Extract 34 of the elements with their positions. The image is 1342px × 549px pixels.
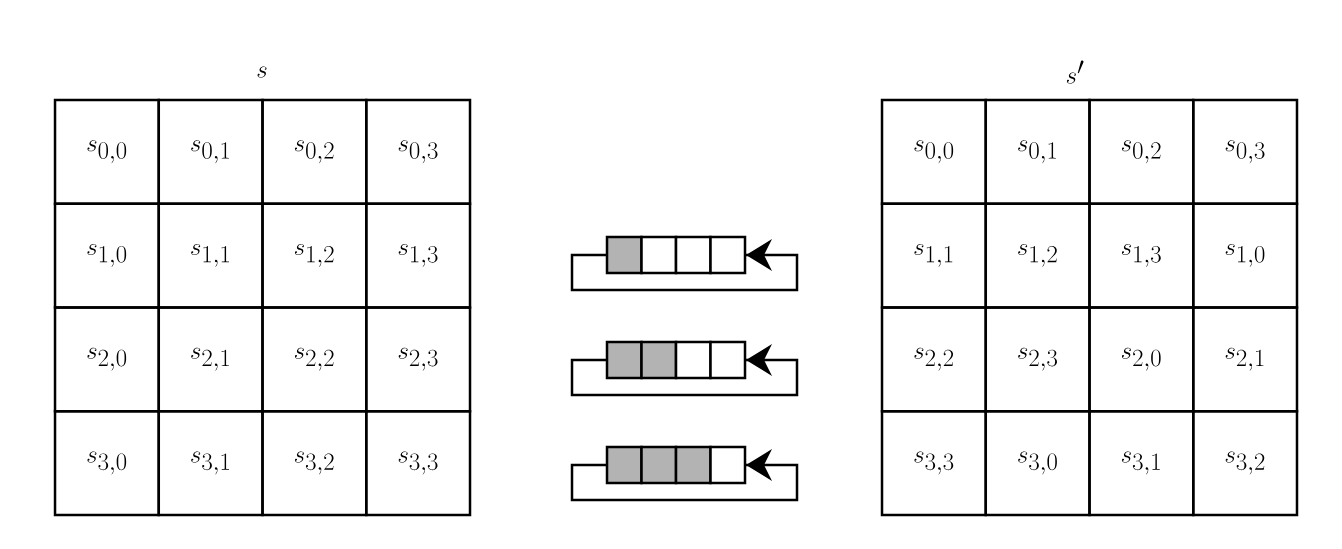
table-cell: $s_{1,3}$ <box>365 202 472 309</box>
table-cell: $s_{1,2}$ <box>261 202 368 309</box>
table-cell: $s_{0,1}$ <box>157 98 264 205</box>
table-cell: $s_{3,0}$ <box>53 410 160 517</box>
table-cell: $s_{1,2}$ <box>984 202 1091 309</box>
table-cell: $s_{0,2}$ <box>261 98 368 205</box>
table-cell: $s_{1,0}$ <box>53 202 160 309</box>
table-cell: $s_{3,3}$ <box>365 410 472 517</box>
grid-title: $s'$ <box>1066 60 1084 84</box>
table-cell: $s_{2,0}$ <box>53 306 160 413</box>
table-cell: $s_{2,2}$ <box>261 306 368 413</box>
table-cell: $s_{3,1}$ <box>1088 410 1195 517</box>
table-cell: $s_{2,2}$ <box>880 306 987 413</box>
table-cell: $s_{1,3}$ <box>1088 202 1195 309</box>
table-cell: $s_{2,1}$ <box>157 306 264 413</box>
table-cell: $s_{3,0}$ <box>984 410 1091 517</box>
table-cell: $s_{3,2}$ <box>261 410 368 517</box>
table-cell: $s_{2,0}$ <box>1088 306 1195 413</box>
table-cell: $s_{2,3}$ <box>365 306 472 413</box>
table-cell: $s_{0,3}$ <box>1192 98 1299 205</box>
table-cell: $s_{3,2}$ <box>1192 410 1299 517</box>
table-cell: $s_{2,3}$ <box>984 306 1091 413</box>
table-cell: $s_{0,0}$ <box>53 98 160 205</box>
grid-title: $s$ <box>257 66 267 78</box>
table-cell: $s_{1,0}$ <box>1192 202 1299 309</box>
table-cell: $s_{3,1}$ <box>157 410 264 517</box>
table-cell: $s_{0,2}$ <box>1088 98 1195 205</box>
table-cell: $s_{3,3}$ <box>880 410 987 517</box>
table-cell: $s_{2,1}$ <box>1192 306 1299 413</box>
table-cell: $s_{1,1}$ <box>880 202 987 309</box>
table-cell: $s_{0,1}$ <box>984 98 1091 205</box>
table-cell: $s_{1,1}$ <box>157 202 264 309</box>
table-cell: $s_{0,0}$ <box>880 98 987 205</box>
table-cell: $s_{0,3}$ <box>365 98 472 205</box>
